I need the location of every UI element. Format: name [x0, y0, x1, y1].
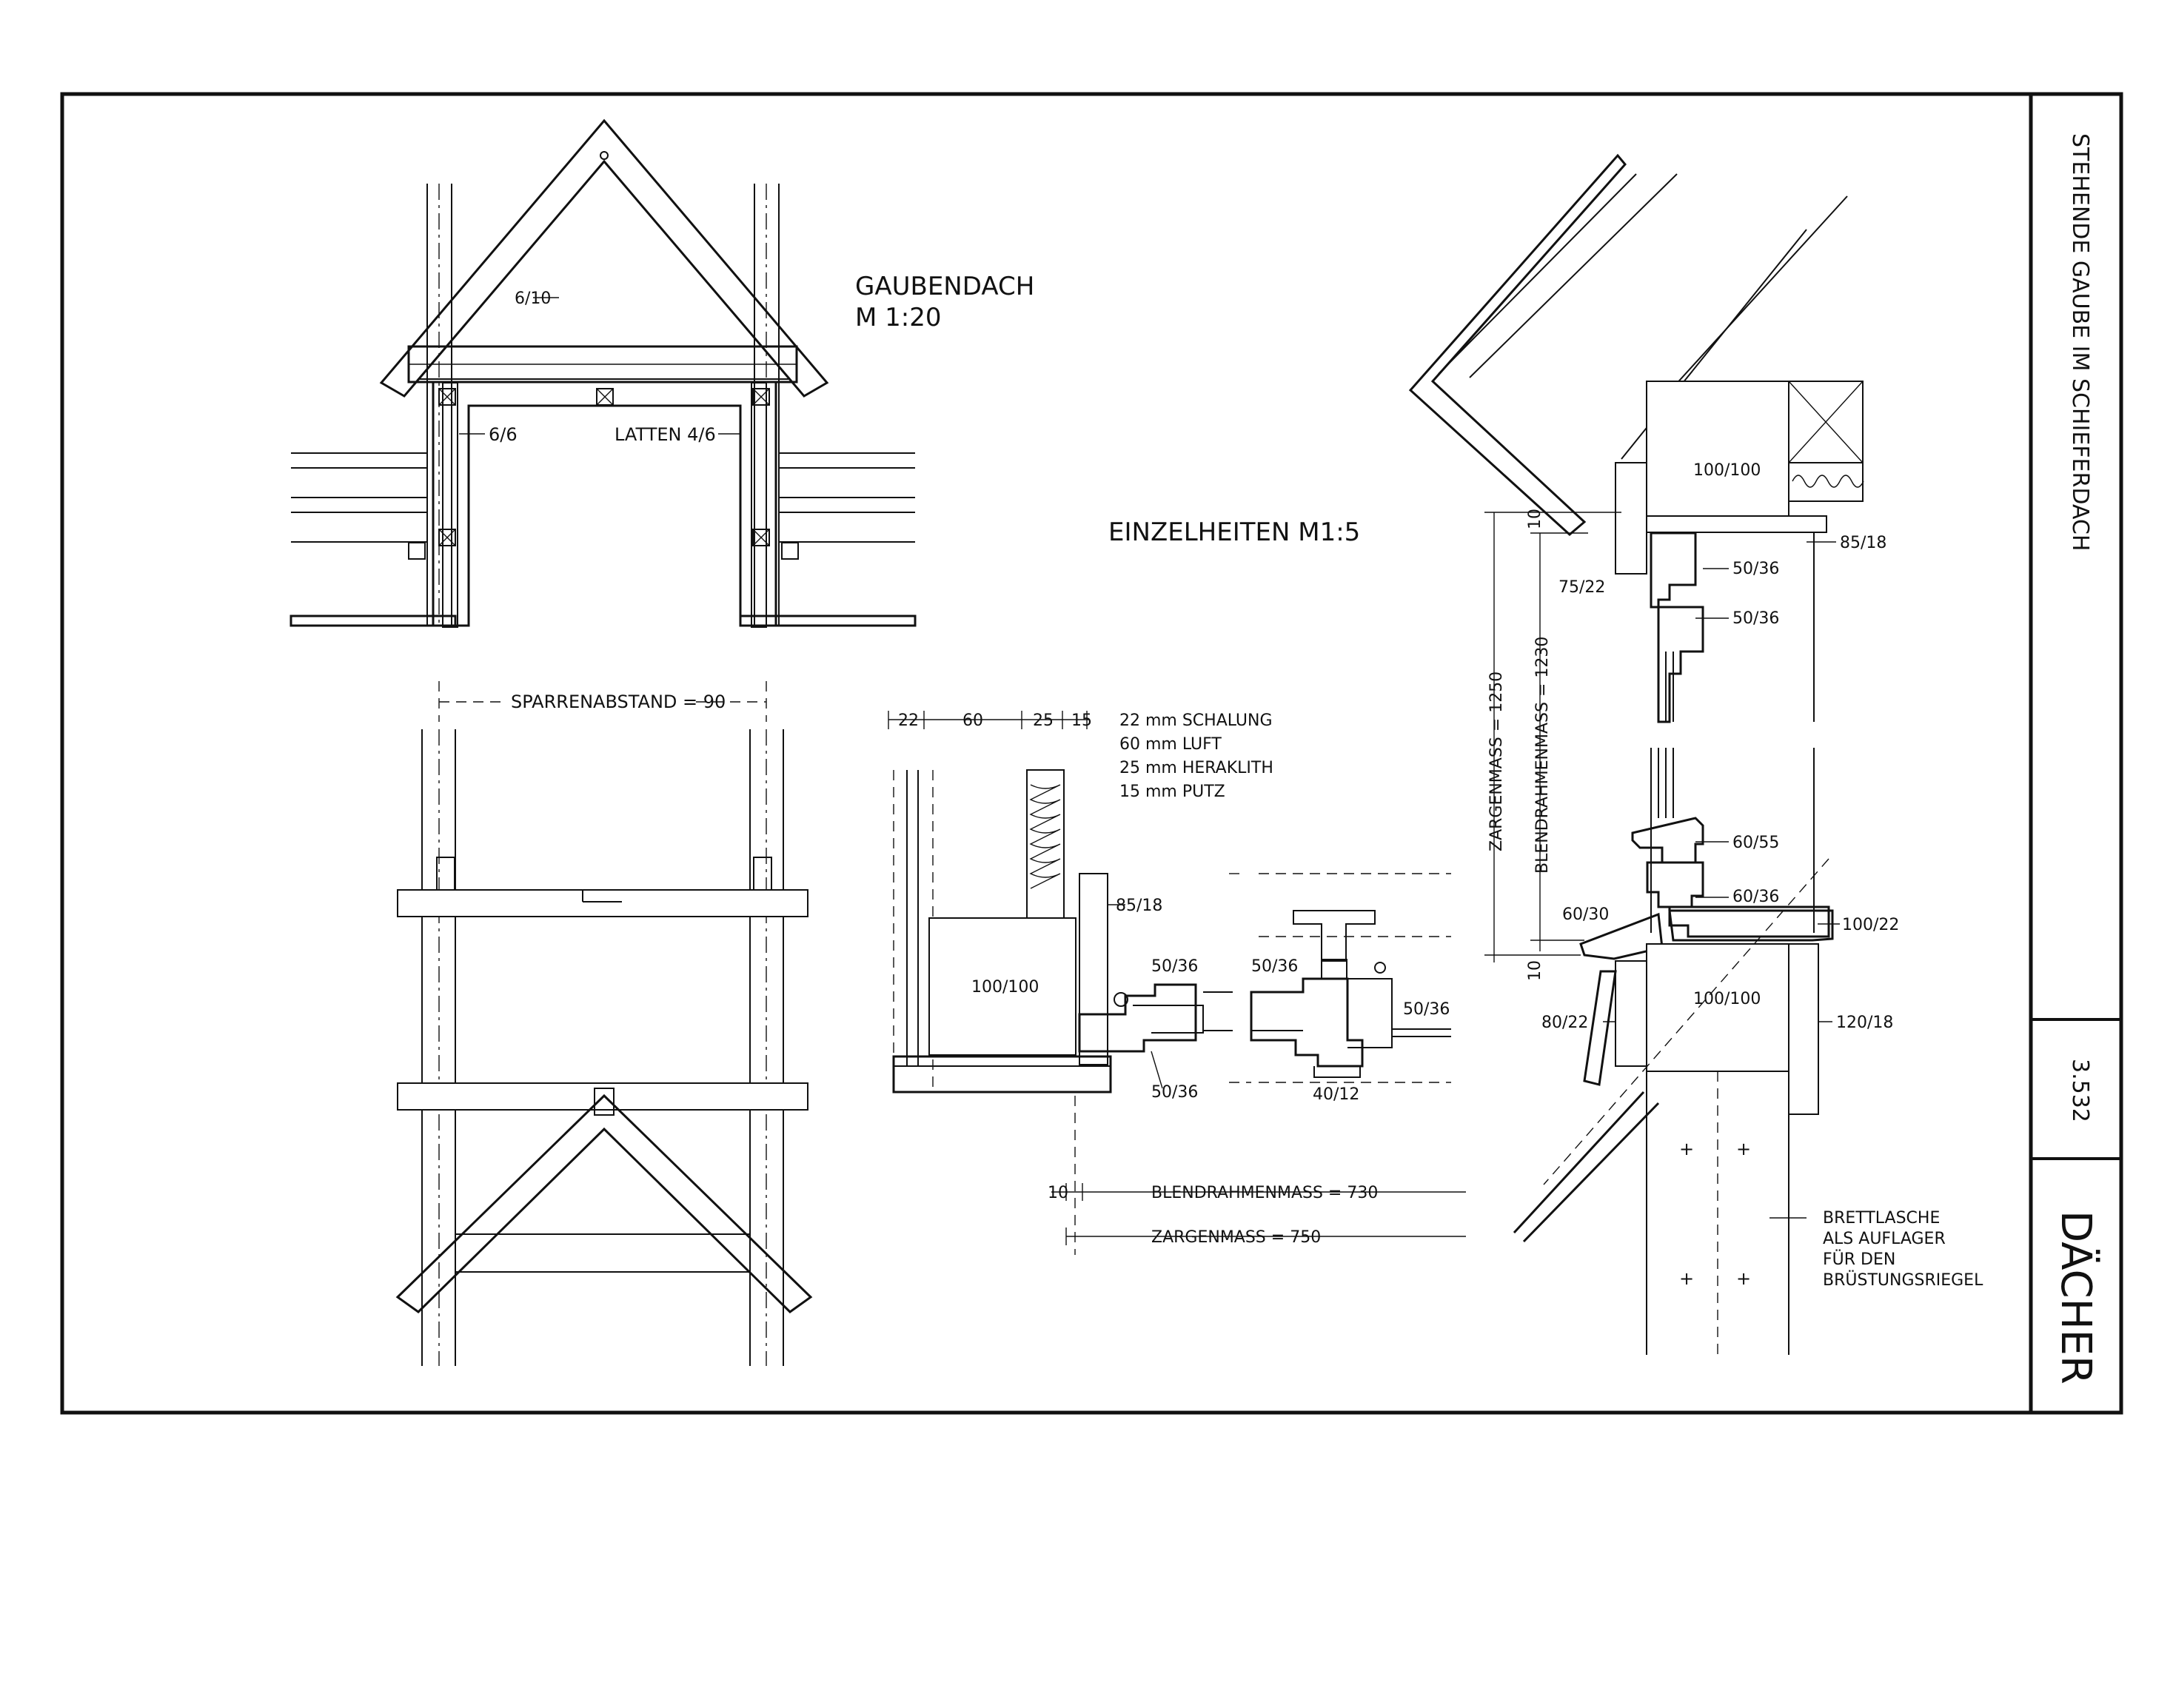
section-zargen: ZARGENMASS = 1250	[1487, 672, 1506, 851]
gaube-post-label: 6/6	[489, 424, 518, 445]
section-dim-10b: 10	[1526, 960, 1544, 981]
section-lower-left: 80/22	[1541, 1014, 1588, 1032]
section-lower-right: 120/18	[1836, 1014, 1893, 1032]
wall-frame-c: 50/36	[1403, 1000, 1450, 1019]
wall-layer-3: 25 mm HERAKLITH	[1119, 759, 1273, 777]
section-dim-10a: 10	[1526, 509, 1544, 529]
section-drawing: + + + +	[1408, 153, 1864, 1355]
section-sill-board: 100/22	[1842, 916, 1899, 934]
wall-dim-15: 15	[1071, 711, 1092, 730]
plan-drawing	[395, 681, 813, 1366]
wall-layer-4: 15 mm PUTZ	[1119, 783, 1225, 801]
section-frame1: 50/36	[1732, 560, 1779, 578]
wall-dim-22: 22	[898, 711, 919, 730]
section-note-4: BRÜSTUNGSRIEGEL	[1823, 1270, 1983, 1290]
wall-layer-1: 22 mm SCHALUNG	[1119, 711, 1273, 730]
section-post-top: 100/100	[1693, 461, 1761, 480]
wall-post-label: 100/100	[971, 978, 1039, 997]
section-nose: 60/30	[1562, 905, 1609, 924]
wall-board-label: 85/18	[1116, 897, 1162, 915]
section-note-1: BRETTLASCHE	[1823, 1209, 1940, 1228]
gaube-scale: M 1:20	[855, 303, 942, 332]
sheet-number: 3.532	[2067, 1059, 2093, 1122]
section-post-side: 75/22	[1558, 578, 1605, 597]
wall-frame-d: 50/36	[1151, 1083, 1198, 1102]
section-frame2: 50/36	[1732, 609, 1779, 628]
details-title: EINZELHEITEN M1:5	[1108, 518, 1360, 547]
gaube-rafter-label: 6/10	[515, 289, 551, 308]
plus-mark: +	[1736, 1139, 1751, 1159]
wall-dim-25: 25	[1033, 711, 1054, 730]
section-note-3: FÜR DEN	[1823, 1250, 1895, 1269]
plus-mark: +	[1679, 1139, 1694, 1159]
wall-detail-drawing	[888, 711, 1466, 1255]
wall-sill-label: 40/12	[1313, 1085, 1359, 1104]
wall-frame-a: 50/36	[1151, 957, 1198, 976]
sheet-frame	[60, 92, 2123, 1415]
section-frame3: 60/55	[1732, 834, 1779, 852]
category-label: DÄCHER	[2052, 1210, 2100, 1384]
section-frame4: 60/36	[1732, 888, 1779, 906]
plan-spacing-label: SPARRENABSTAND = 90	[511, 691, 726, 712]
wall-zargen: ZARGENMASS = 750	[1151, 1228, 1321, 1247]
section-note-2: ALS AUFLAGER	[1823, 1230, 1946, 1248]
wall-dim-10: 10	[1048, 1184, 1068, 1202]
section-post-bottom: 100/100	[1693, 990, 1761, 1008]
side-title: STEHENDE GAUBE IM SCHIEFERDACH	[2067, 133, 2093, 551]
gaube-roof-drawing	[289, 118, 917, 628]
wall-frame-b: 50/36	[1251, 957, 1298, 976]
section-blendrahmen: BLENDRAHMENMASS = 1230	[1533, 637, 1552, 874]
gaube-latten-label: LATTEN 4/6	[615, 424, 716, 445]
gaube-title: GAUBENDACH	[855, 272, 1034, 301]
wall-dim-60: 60	[962, 711, 983, 730]
wall-blendrahmen: BLENDRAHMENMASS = 730	[1151, 1184, 1378, 1202]
section-board-top: 85/18	[1840, 534, 1886, 552]
plus-mark: +	[1679, 1268, 1694, 1289]
plus-mark: +	[1736, 1268, 1751, 1289]
wall-layer-2: 60 mm LUFT	[1119, 735, 1222, 754]
